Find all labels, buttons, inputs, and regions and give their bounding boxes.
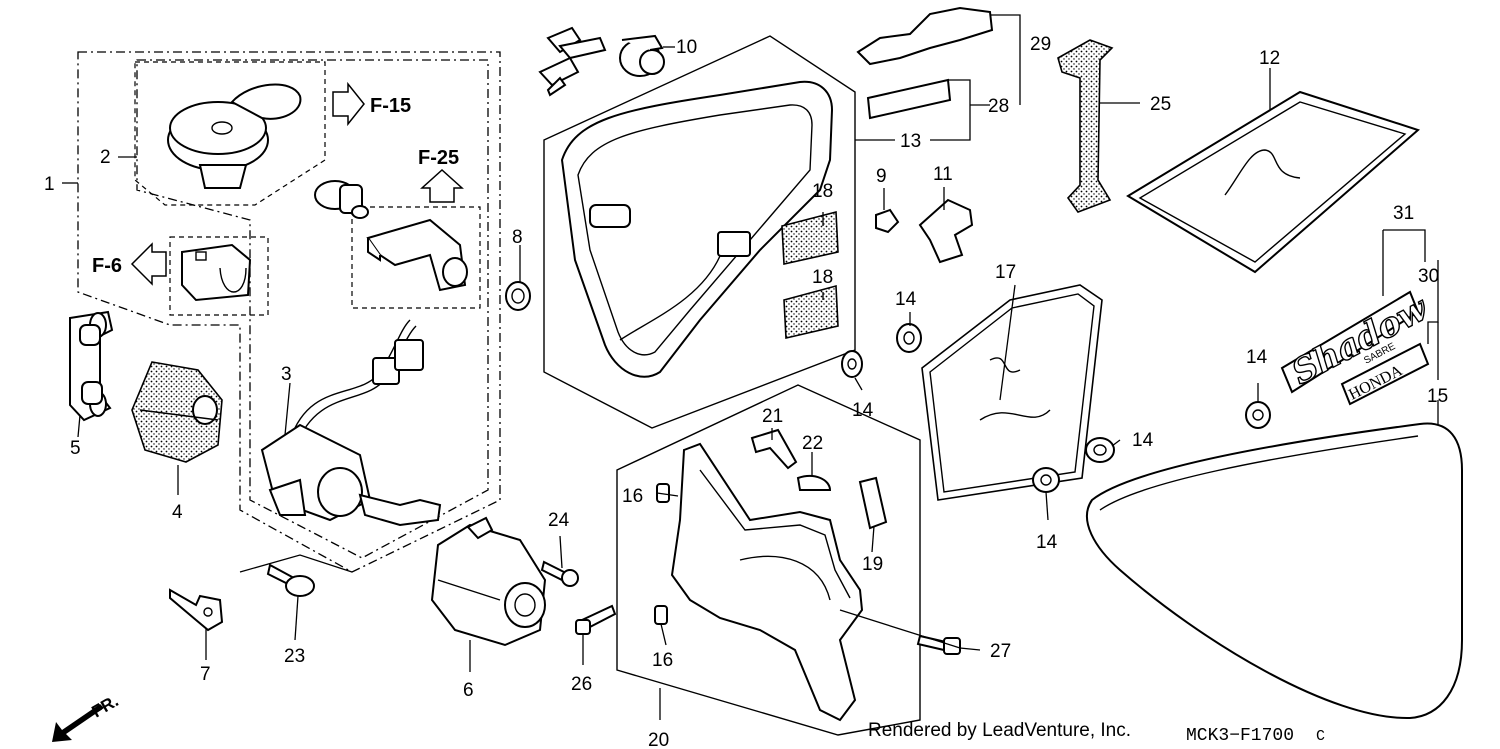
callout-4: 4 bbox=[172, 502, 183, 523]
cover-6-part bbox=[430, 516, 547, 647]
callout-5: 5 bbox=[70, 438, 81, 459]
diagram-code: MCK3−F1700 bbox=[1186, 726, 1294, 746]
callout-21: 21 bbox=[762, 406, 783, 427]
callout-27: 27 bbox=[990, 641, 1011, 662]
lock-block-part bbox=[181, 243, 252, 302]
callout-13: 13 bbox=[900, 131, 921, 152]
front-arrow: FR. bbox=[52, 691, 122, 742]
callout-23: 23 bbox=[284, 646, 305, 667]
callout-30: 30 bbox=[1418, 266, 1439, 287]
callout-28: 28 bbox=[988, 96, 1009, 117]
decal-29-part bbox=[856, 6, 994, 66]
callout-29: 29 bbox=[1030, 34, 1051, 55]
grommet-14d-part bbox=[1032, 467, 1060, 493]
sheet-17-part bbox=[921, 284, 1103, 501]
screw-24-part bbox=[540, 560, 579, 587]
grommet-8-part bbox=[505, 281, 531, 311]
callout-12: 12 bbox=[1259, 48, 1280, 69]
strap-25-part bbox=[1057, 39, 1114, 213]
ignition-switch-part bbox=[260, 319, 442, 527]
callout-26: 26 bbox=[571, 674, 592, 695]
rotor-4-part bbox=[131, 361, 223, 463]
callout-14d: 14 bbox=[1036, 532, 1058, 553]
callout-14b: 14 bbox=[852, 400, 874, 421]
grommet-14c-part bbox=[1085, 437, 1115, 463]
screw-26-part bbox=[575, 604, 617, 635]
lock-cylinder-small bbox=[314, 180, 369, 219]
callout-7: 7 bbox=[200, 664, 211, 685]
seat-lock-part bbox=[366, 218, 468, 292]
side-cover-box-boundary bbox=[543, 35, 856, 429]
pad-18b-part bbox=[783, 284, 839, 339]
lock-10-part bbox=[538, 26, 665, 97]
callout-25: 25 bbox=[1150, 94, 1171, 115]
callout-6: 6 bbox=[463, 680, 474, 701]
front-arrow-label: FR. bbox=[89, 691, 122, 721]
decal-28-part bbox=[866, 78, 952, 120]
ref-f6-text: F-6 bbox=[92, 255, 122, 277]
footer: Rendered by LeadVenture, Inc. MCK3−F1700… bbox=[868, 720, 1325, 746]
side-cover-15-part bbox=[1086, 422, 1463, 720]
bracket-group-20-boundary bbox=[616, 384, 921, 736]
callout-14c: 14 bbox=[1132, 430, 1154, 451]
ref-f15-text: F-15 bbox=[370, 95, 411, 117]
bracket-5-part bbox=[69, 310, 114, 422]
callout-16a: 16 bbox=[622, 486, 643, 507]
tube-22-part bbox=[796, 474, 832, 491]
callout-16b: 16 bbox=[652, 650, 673, 671]
callout-18b: 18 bbox=[812, 267, 833, 288]
clip-16b-part bbox=[654, 605, 668, 625]
grommet-9-part bbox=[875, 208, 900, 234]
callout-3: 3 bbox=[281, 364, 292, 385]
callout-8: 8 bbox=[512, 227, 523, 248]
credit-text: Rendered by LeadVenture, Inc. bbox=[868, 720, 1131, 741]
grommet-14a-part bbox=[896, 323, 922, 353]
ref-arrow-f6: F-6 bbox=[92, 242, 167, 286]
callout-2: 2 bbox=[100, 147, 111, 168]
callout-9: 9 bbox=[876, 166, 887, 187]
callout-18a: 18 bbox=[812, 181, 833, 202]
key-7-part bbox=[169, 588, 224, 632]
clip-11-part bbox=[918, 198, 974, 264]
callout-10: 10 bbox=[676, 37, 697, 58]
pad-18a-part bbox=[781, 210, 839, 265]
screw-23-part bbox=[266, 563, 315, 597]
callout-24: 24 bbox=[548, 510, 570, 531]
pad-12-part bbox=[1126, 90, 1420, 274]
callout-1: 1 bbox=[44, 174, 55, 195]
screw-27-part bbox=[916, 634, 961, 655]
ref-arrow-f25: F-25 bbox=[418, 147, 464, 203]
callout-31: 31 bbox=[1393, 203, 1414, 224]
callout-14a: 14 bbox=[895, 289, 917, 310]
clip-19-part bbox=[858, 476, 888, 530]
leader-lines bbox=[62, 14, 1439, 720]
callout-11: 11 bbox=[933, 164, 953, 185]
assembly-1-boundary bbox=[77, 51, 501, 573]
callout-17: 17 bbox=[995, 262, 1016, 283]
diagram-code-suffix: C bbox=[1316, 728, 1325, 745]
grommet-14b-part bbox=[841, 350, 863, 378]
fuel-cap-part bbox=[167, 83, 302, 189]
callouts: 1 2 3 4 5 6 7 8 9 10 11 12 13 14 14 14 1… bbox=[44, 34, 1448, 749]
callout-14e: 14 bbox=[1246, 347, 1268, 368]
ref-f25-text: F-25 bbox=[418, 147, 459, 169]
callout-15: 15 bbox=[1427, 386, 1448, 407]
clip-21-part bbox=[750, 428, 798, 470]
ref-arrow-f15: F-15 bbox=[332, 81, 411, 127]
grommet-14e-part bbox=[1245, 401, 1271, 429]
callout-20: 20 bbox=[648, 730, 669, 749]
callout-19: 19 bbox=[862, 554, 883, 575]
callout-22: 22 bbox=[802, 433, 823, 454]
